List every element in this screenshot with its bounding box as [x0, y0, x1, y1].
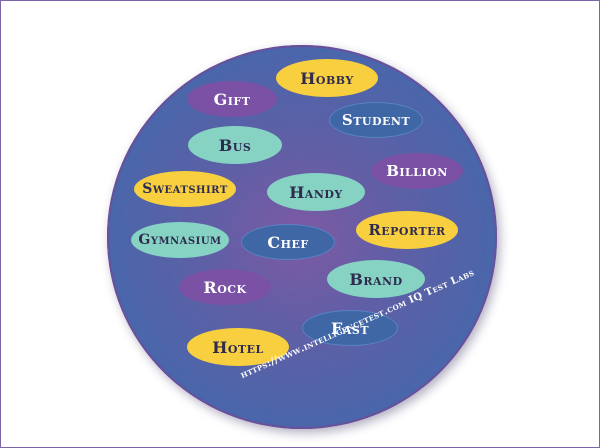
word-oval-brand: Brand [327, 260, 425, 298]
word-oval-bus: Bus [188, 126, 282, 164]
word-oval-billion: Billion [371, 153, 463, 189]
word-oval-reporter: Reporter [356, 211, 458, 249]
word-oval-gymnasium: Gymnasium [131, 222, 229, 258]
word-oval-hobby: Hobby [276, 59, 378, 97]
word-oval-student: Student [329, 102, 423, 138]
word-oval-handy: Handy [267, 173, 365, 211]
word-oval-sweatshirt: Sweatshirt [134, 171, 236, 207]
word-oval-rock: Rock [179, 269, 271, 305]
word-oval-fast: Fast [302, 310, 398, 346]
word-oval-chef: Chef [241, 224, 335, 260]
word-oval-hotel: Hotel [187, 328, 289, 366]
word-oval-gift: Gift [187, 81, 277, 117]
